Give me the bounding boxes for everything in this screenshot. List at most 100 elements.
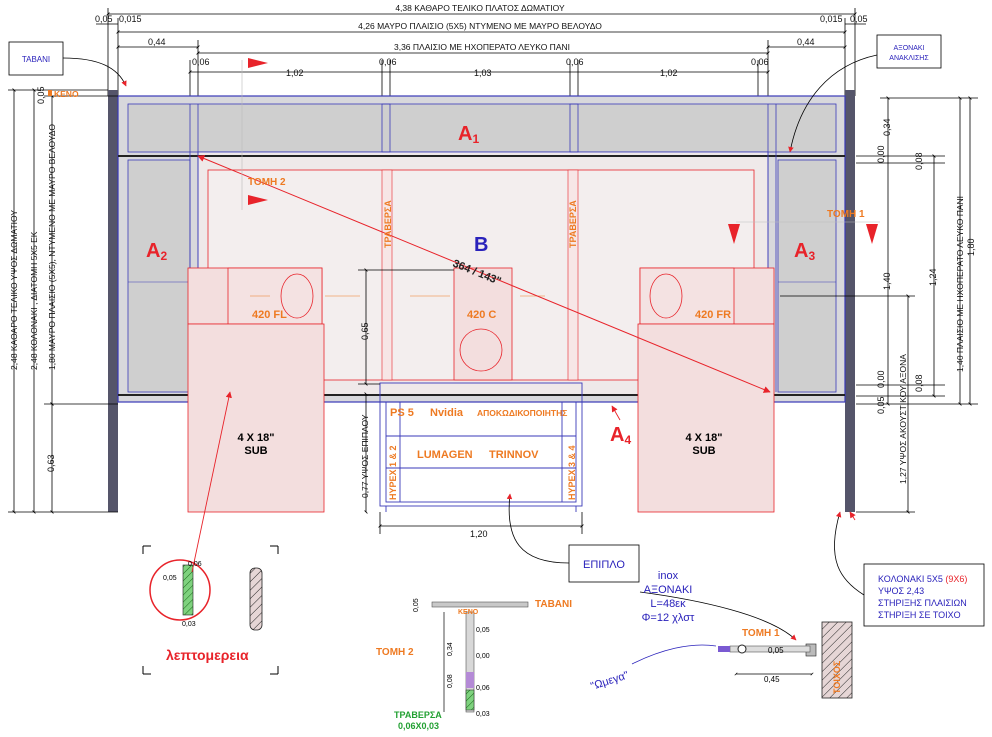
sub-right-label: SUB <box>692 445 715 457</box>
leptomereia-label: λεπτομερεια <box>166 647 249 663</box>
screen-width-label: 3,36 ΠΛΑΙΣΙΟ ΜΕ ΗΧΟΠΕΡΑΤΟ ΛΕΥΚΟ ΠΑΝΙ <box>394 42 570 52</box>
kolonaki-callout: ΚΟΛΟΝΑΚΙ 5Χ5 (9Χ6) ΥΨΟΣ 2,43 ΣΤΗΡΙΞΗΣ ΠΛ… <box>834 511 985 627</box>
frame-width-label: 4,26 ΜΑΥΡΟ ΠΛΑΙΣΙΟ (5Χ5) ΝΤΥΜΕΝΟ ΜΕ ΜΑΥΡ… <box>358 21 602 31</box>
tomi1-label-main: ΤΟΜΗ 1 <box>827 209 865 220</box>
length-label: L=48εκ <box>650 598 686 610</box>
rdim-008-a: 0,08 <box>914 152 924 170</box>
cab-hypex12: HYPEX 1 & 2 <box>388 445 398 500</box>
cab-hypex34: HYPEX 3 & 4 <box>567 445 577 500</box>
traversa-size: 0,06Χ0,03 <box>398 721 439 731</box>
toixos-label: ΤΟΙΧΟΣ <box>832 660 842 694</box>
zone-a1: A1 <box>458 123 479 146</box>
tavani-callout: ΤΑΒΑΝΙ <box>8 41 127 87</box>
kolonaki-line-2: ΥΨΟΣ 2,43 <box>878 586 924 596</box>
rdim-124: 1,24 <box>928 268 938 286</box>
pointer-arrows <box>611 405 856 521</box>
dim-right-005: 0,05 <box>850 14 868 24</box>
t2-d034: 0,34 <box>447 642 454 656</box>
left-dimensions <box>8 88 584 534</box>
lept-d006: 0,06 <box>188 561 202 568</box>
left-dim-005: 0,05 <box>36 86 46 104</box>
rdim-008-b: 0,08 <box>914 374 924 392</box>
t2-d005-a: 0,05 <box>413 598 420 612</box>
dim-006-d: 0,06 <box>751 57 769 67</box>
lept-d005: 0,05 <box>163 575 177 582</box>
sub-left-label: SUB <box>244 445 267 457</box>
omega-label: "Ωμεγα" <box>589 669 630 693</box>
zone-a4: A4 <box>610 424 631 447</box>
right-dimensions <box>780 96 978 514</box>
speaker-c-label: 420 C <box>467 309 496 321</box>
dim-left-0015: 0,015 <box>119 14 142 24</box>
dim-006-c: 0,06 <box>566 57 584 67</box>
zone-b: B <box>474 234 488 256</box>
rdim-034: 0,34 <box>882 118 892 136</box>
cabinet-height-label: 0,77 ΥΨΟΣ ΕΠΙΠΛΟΥ <box>360 414 370 498</box>
traversa-detail-label: ΤΡΑΒΕΡΣΑ <box>394 710 442 720</box>
cab-decoder: ΑΠΟΚΩΔΙΚΟΠΟΙΗΤΗΣ <box>477 408 567 418</box>
t2-d006: 0,06 <box>476 685 490 692</box>
total-width-label: 4,38 ΚΑΘΑΡΟ ΤΕΛΙΚΟ ΠΛΑΤΟΣ ΔΩΜΑΤΙΟΥ <box>395 3 565 13</box>
left-v1-label: 2,48 ΚΑΘΑΡΟ ΤΕΛΙΚΟ ΥΨΟΣ ΔΩΜΑΤΙΟΥ <box>9 210 19 370</box>
dim-103: 1,03 <box>474 68 492 78</box>
axonaki-detail-label: ΑΞΟΝΑΚΙ <box>644 584 693 596</box>
dim-006-a: 0,06 <box>192 57 210 67</box>
rdim-005: 0,05 <box>876 396 886 414</box>
sub-left-count: 4 X 18" <box>237 432 274 444</box>
dim-right-0015: 0,015 <box>820 14 843 24</box>
t1-d005: 0,05 <box>768 646 784 655</box>
epiplo-callout: ΕΠΙΠΛΟ <box>506 493 640 583</box>
diagonal-line <box>197 155 771 393</box>
traversa-right: ΤΡΑΒΕΡΣΑ <box>568 200 578 248</box>
right-v2-label: 1,27 ΥΨΟΣ ΑΚΟΥΣΤΙΚΟΥ ΑΞΟΝΑ <box>898 354 908 484</box>
tomi2-detail-label: ΤΟΜΗ 2 <box>376 647 414 658</box>
phi-label: Φ=12 χλστ <box>642 612 695 624</box>
tomi2-label-main: ΤΟΜΗ 2 <box>248 177 286 188</box>
dim-006-b: 0,06 <box>379 57 397 67</box>
dim-102-b: 1,02 <box>660 68 678 78</box>
lept-d003: 0,03 <box>182 621 196 628</box>
rdim-180: 1,80 <box>966 238 976 256</box>
rdim-000-b: 0,00 <box>876 370 886 388</box>
speaker-fr-label: 420 FR <box>695 309 731 321</box>
dim-102-a: 1,02 <box>286 68 304 78</box>
cab-trinnov: TRINNOV <box>489 449 539 461</box>
kolonaki-line-1: ΚΟΛΟΝΑΚΙ 5Χ5 (9Χ6) <box>878 574 967 584</box>
axonaki-callout: ΑΞΟΝΑΚΙ ΑΝΑΚΛΙΣΗΣ <box>788 34 942 153</box>
speaker-fl-label: 420 FL <box>252 309 287 321</box>
tomi1-detail-label: ΤΟΜΗ 1 <box>742 628 780 639</box>
section-arrows <box>248 58 878 244</box>
epiplo-text: ΕΠΙΠΛΟ <box>583 559 625 571</box>
kolonaki-line-3: ΣΤΗΡΙΞΗΣ ΠΛΑΙΣΙΩΝ <box>878 598 967 608</box>
t2-d008: 0,08 <box>447 674 454 688</box>
left-dim-063: 0,63 <box>46 454 56 472</box>
dim-left-044: 0,44 <box>148 37 166 47</box>
left-v2-label: 2,48 ΚΟΛΟΝΑΚΙ , ΔΙΑΤΟΜΗ 5Χ5 ΕΚ <box>29 231 39 370</box>
right-v1-label: 1,40 ΠΛΑΙΣΙΟ ΜΕ ΗΧΟΠΕΡΑΤΟ ΛΕΥΚΟ ΠΑΝΙ <box>955 196 965 372</box>
keno-mark <box>48 90 52 96</box>
traversa-left: ΤΡΑΒΕΡΣΑ <box>383 200 393 248</box>
t2-d000: 0,00 <box>476 653 490 660</box>
rdim-000-a: 0,00 <box>876 145 886 163</box>
dim-065: 0,65 <box>360 322 370 340</box>
cab-ps5: PS 5 <box>390 407 414 419</box>
inox-label: inox <box>658 570 679 582</box>
tomi1-detail: 0,45 0,05 ΤΟΜΗ 1 ΤΟΙΧΟΣ <box>631 591 853 699</box>
t2-d003: 0,03 <box>476 711 490 718</box>
rdim-140: 1,40 <box>882 272 892 290</box>
tomi2-detail: ΤΑΒΑΝΙ ΚΕΝΟ ΤΟΜΗ 2 0,05 0,34 0,08 0,05 0… <box>376 598 572 731</box>
dim-left-005: 0,05 <box>95 14 113 24</box>
kolonaki-line-4: ΣΤΗΡΙΞΗ ΣΕ ΤΟΙΧΟ <box>878 610 961 620</box>
tavani-text: ΤΑΒΑΝΙ <box>22 55 50 64</box>
dim-120: 1,20 <box>470 529 488 539</box>
t1-d045: 0,45 <box>764 675 780 684</box>
cab-lumagen: LUMAGEN <box>417 449 473 461</box>
t2-d005-b: 0,05 <box>476 627 490 634</box>
cab-nvidia: Nvidia <box>430 407 464 419</box>
tavani-detail-label: ΤΑΒΑΝΙ <box>535 599 572 610</box>
detail-leptomereia: λεπτομερεια 0,06 0,05 0,03 <box>142 391 279 675</box>
axonaki-text-1: ΑΞΟΝΑΚΙ <box>893 45 924 52</box>
cabinet <box>379 382 583 512</box>
